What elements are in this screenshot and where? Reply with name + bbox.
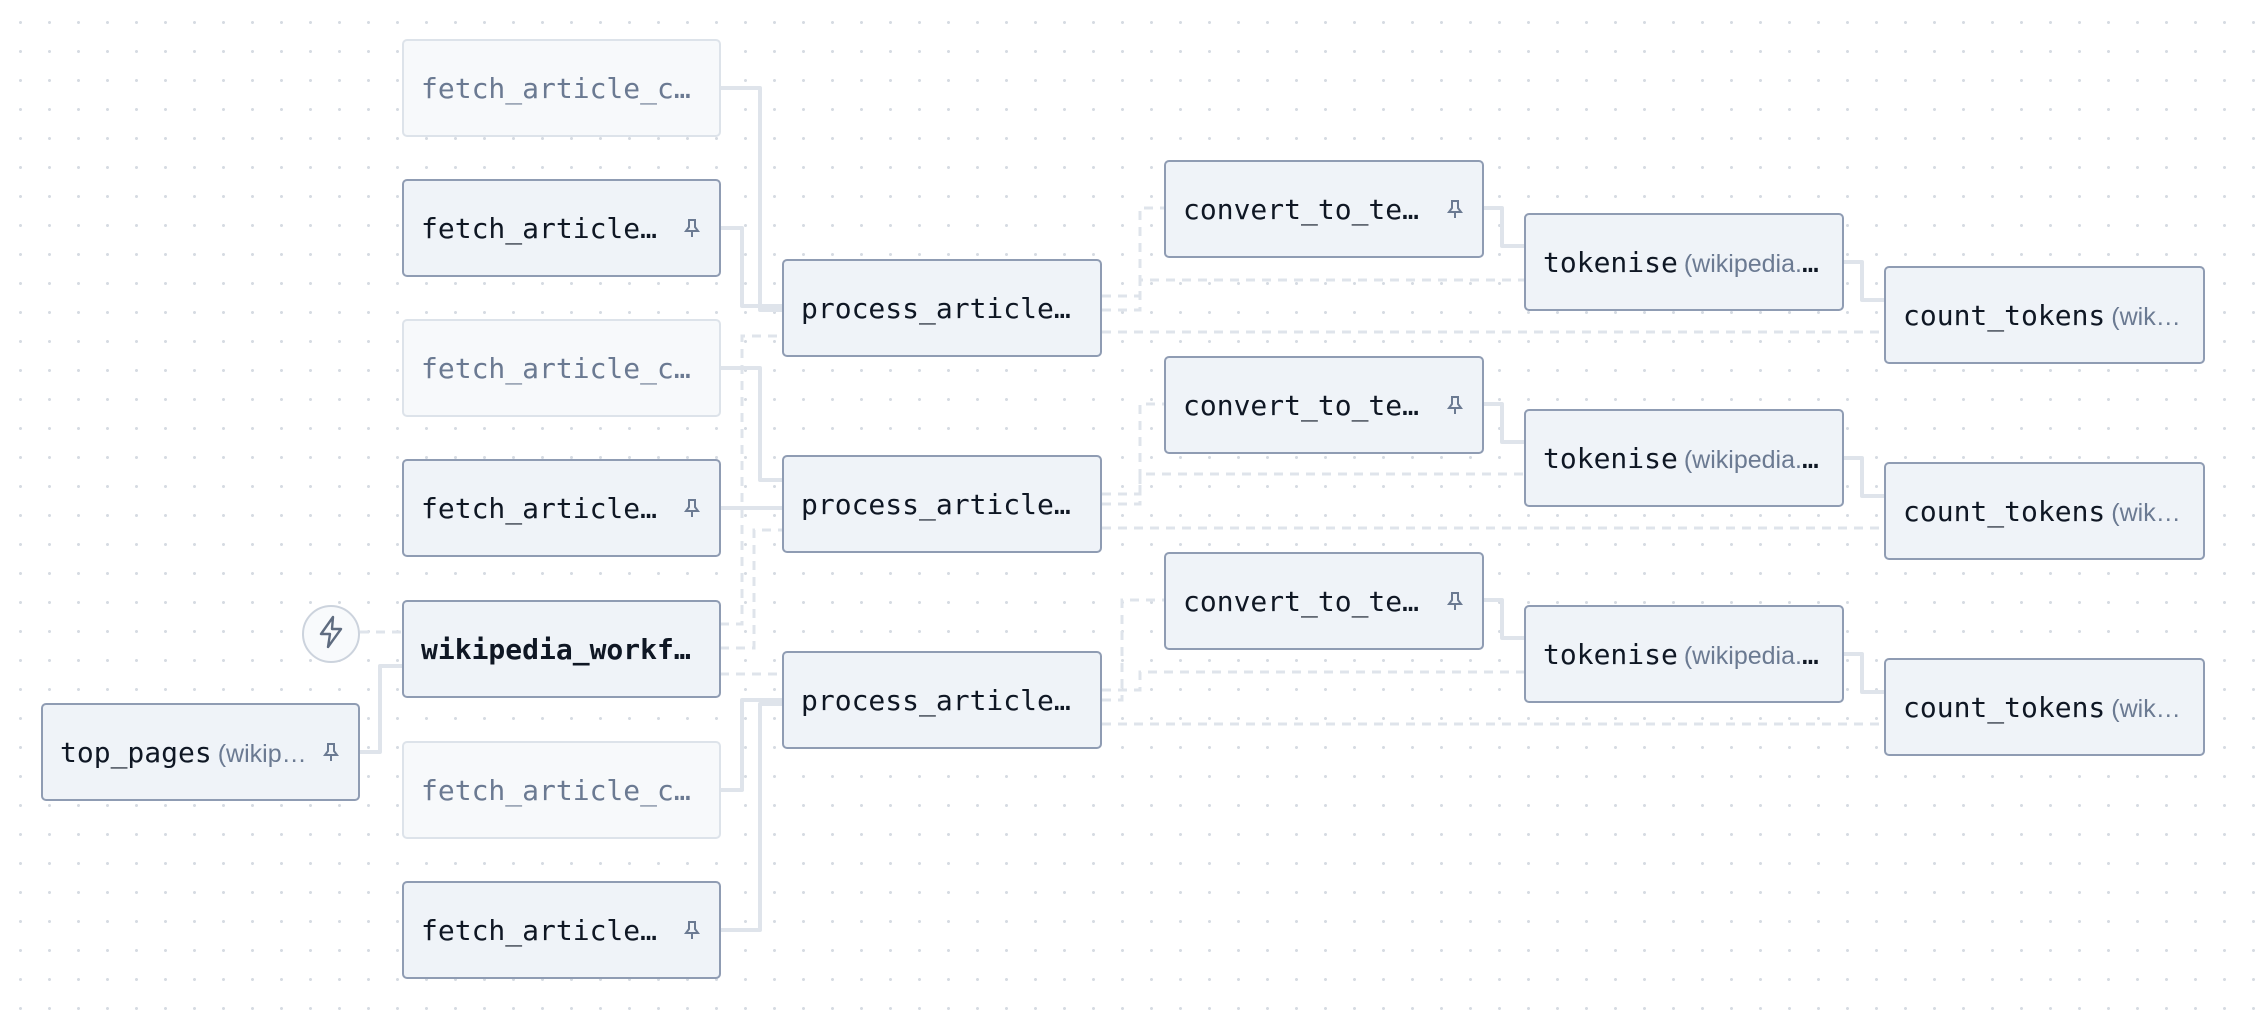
node-convert-to-text[interactable]: convert_to_te…: [1164, 160, 1484, 258]
node-label: convert_to_te…: [1183, 584, 1420, 618]
node-label: fetch_article…: [421, 913, 658, 947]
node-label: fetch_article_c…: [421, 71, 691, 105]
edge-process3-convert3: [1102, 598, 1164, 702]
node-process-article[interactable]: process_article…: [782, 259, 1102, 357]
pin-icon[interactable]: [321, 741, 341, 763]
node-label: convert_to_te…: [1183, 192, 1420, 226]
trigger-button[interactable]: [302, 605, 360, 663]
edge-tokenise1-count1: [1842, 260, 1884, 302]
node-top-pages[interactable]: top_pages(wikip…: [41, 703, 360, 801]
node-tokenise[interactable]: tokenise(wikipedia.…: [1524, 605, 1844, 703]
pin-icon[interactable]: [682, 919, 702, 941]
edge-fetch5-process3: [720, 698, 782, 792]
edge-process2-tokenise2: [1102, 472, 1524, 496]
edge-fetch6-process3: [720, 702, 782, 932]
node-wikipedia-workflow[interactable]: wikipedia_workf…: [402, 600, 721, 698]
node-fetch-article[interactable]: fetch_article…: [402, 881, 721, 979]
node-label: process_article…: [801, 487, 1071, 521]
node-label: count_tokens(wik…: [1903, 298, 2181, 332]
edge-process1-tokenise1: [1102, 278, 1524, 298]
pin-icon[interactable]: [682, 217, 702, 239]
node-count-tokens[interactable]: count_tokens(wik…: [1884, 266, 2205, 364]
node-convert-to-text[interactable]: convert_to_te…: [1164, 356, 1484, 454]
edge-convert3-tokenise3: [1482, 598, 1524, 640]
pin-icon[interactable]: [1445, 198, 1465, 220]
pin-icon[interactable]: [1445, 394, 1465, 416]
node-fetch-article[interactable]: fetch_article_c…: [402, 741, 721, 839]
node-label: tokenise(wikipedia.…: [1543, 637, 1825, 671]
pin-icon[interactable]: [1445, 590, 1465, 612]
edge-fetch3-process2: [720, 366, 782, 482]
node-process-article[interactable]: process_article…: [782, 455, 1102, 553]
node-fetch-article[interactable]: fetch_article_c…: [402, 319, 721, 417]
node-label: fetch_article…: [421, 211, 658, 245]
node-fetch-article[interactable]: fetch_article…: [402, 179, 721, 277]
node-label: fetch_article_c…: [421, 773, 691, 807]
edge-convert2-tokenise2: [1482, 402, 1524, 444]
node-label: tokenise(wikipedia.…: [1543, 245, 1825, 279]
node-convert-to-text[interactable]: convert_to_te…: [1164, 552, 1484, 650]
node-tokenise[interactable]: tokenise(wikipedia.…: [1524, 409, 1844, 507]
edge-fetch2-process1: [720, 226, 782, 308]
edge-process1-convert1: [1102, 206, 1164, 312]
node-label: wikipedia_workf…: [421, 632, 691, 666]
edge-process2-convert2: [1102, 402, 1164, 506]
pin-icon[interactable]: [682, 497, 702, 519]
node-label: tokenise(wikipedia.…: [1543, 441, 1825, 475]
edge-tokenise3-count3: [1842, 652, 1884, 694]
edge-workflow-process-b: [720, 528, 782, 650]
node-count-tokens[interactable]: count_tokens(wik…: [1884, 462, 2205, 560]
node-count-tokens[interactable]: count_tokens(wik…: [1884, 658, 2205, 756]
node-label: fetch_article…: [421, 491, 658, 525]
lightning-bolt-icon: [316, 615, 346, 653]
edge-tokenise2-count2: [1842, 456, 1884, 498]
edge-convert1-tokenise1: [1482, 206, 1524, 248]
node-label: count_tokens(wik…: [1903, 494, 2181, 528]
edge-fetch1-process1: [720, 86, 782, 312]
edge-process3-tokenise3: [1102, 670, 1524, 692]
node-fetch-article[interactable]: fetch_article_c…: [402, 39, 721, 137]
node-label: convert_to_te…: [1183, 388, 1420, 422]
node-label: top_pages(wikip…: [60, 735, 307, 769]
node-fetch-article[interactable]: fetch_article…: [402, 459, 721, 557]
node-tokenise[interactable]: tokenise(wikipedia.…: [1524, 213, 1844, 311]
edge-toppages-workflow: [360, 664, 402, 754]
edge-workflow-process-a: [720, 334, 782, 626]
node-process-article[interactable]: process_article…: [782, 651, 1102, 749]
node-label: process_article…: [801, 683, 1071, 717]
node-label: count_tokens(wik…: [1903, 690, 2181, 724]
node-label: process_article…: [801, 291, 1071, 325]
node-label: fetch_article_c…: [421, 351, 691, 385]
